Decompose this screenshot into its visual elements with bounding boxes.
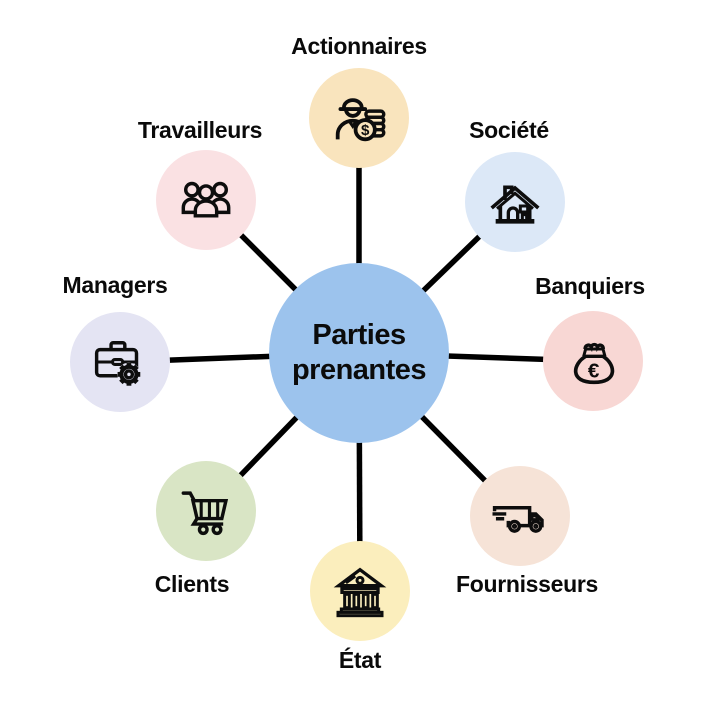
money-bag-euro-icon: €: [573, 342, 615, 385]
node-label-managers: Managers: [62, 272, 168, 298]
node-banquiers: €: [543, 311, 643, 411]
center-label-line2: prenantes: [291, 354, 427, 386]
dollar-glyph: $: [361, 122, 370, 139]
node-label-etat: État: [338, 647, 382, 673]
center-label: Parties prenantes: [291, 318, 427, 389]
workers-group-icon: [181, 181, 231, 218]
node-actionnaires: $: [309, 68, 409, 168]
shareholder-coins-icon: $: [335, 98, 386, 142]
node-travailleurs: [156, 150, 256, 250]
node-fournisseurs: [470, 466, 570, 566]
node-label-travailleurs: Travailleurs: [137, 117, 263, 143]
node-etat: [310, 541, 410, 641]
euro-glyph: €: [588, 360, 600, 383]
center-node: Parties prenantes: [269, 263, 449, 443]
node-label-societe: Société: [469, 117, 549, 143]
delivery-truck-icon: [492, 506, 544, 533]
node-clients: [156, 461, 256, 561]
node-label-actionnaires: Actionnaires: [291, 33, 427, 59]
shopping-cart-icon: [181, 491, 229, 536]
node-label-fournisseurs: Fournisseurs: [455, 571, 599, 597]
center-label-line1: Parties: [312, 318, 406, 351]
node-label-clients: Clients: [154, 571, 230, 597]
node-label-banquiers: Banquiers: [535, 273, 645, 299]
house-icon: [490, 185, 540, 224]
government-building-icon: [333, 567, 387, 618]
node-managers: [70, 312, 170, 412]
briefcase-gear-icon: [94, 341, 141, 387]
node-societe: [465, 152, 565, 252]
